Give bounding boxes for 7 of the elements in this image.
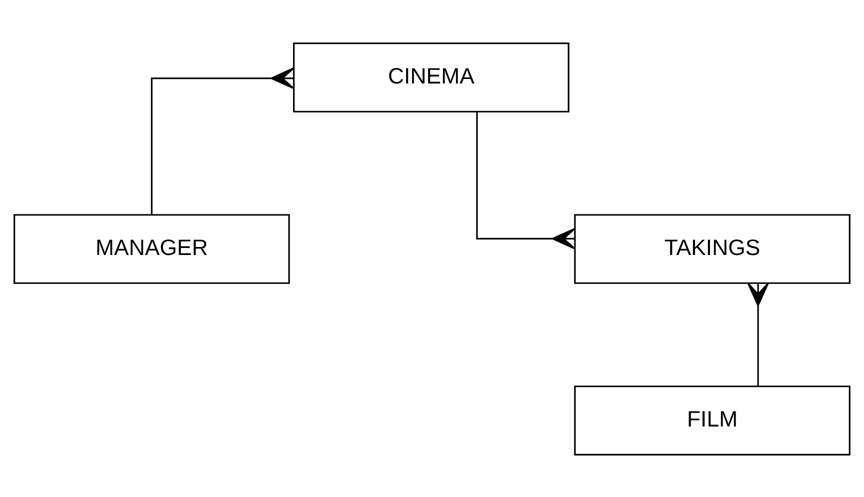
- connector: [747, 282, 769, 386]
- connector: [150, 67, 294, 214]
- node-box: FILM: [574, 385, 850, 455]
- node-box: MANAGER: [14, 214, 290, 284]
- connector: [476, 111, 576, 249]
- node-box: TAKINGS: [574, 214, 850, 284]
- node-box: CINEMA: [293, 42, 570, 112]
